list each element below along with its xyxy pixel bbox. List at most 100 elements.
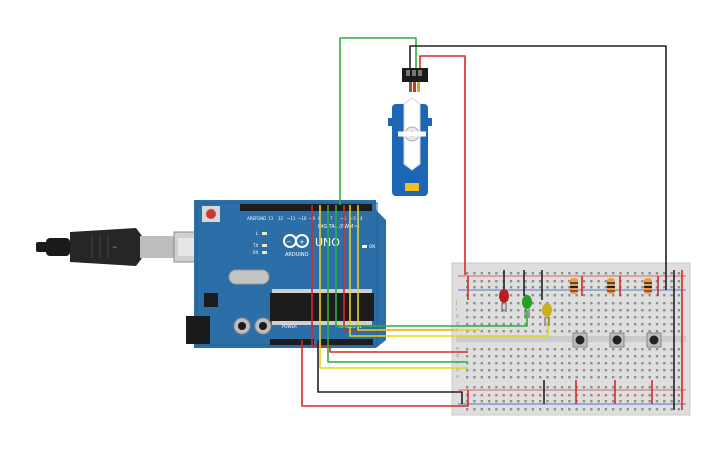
breadboard-hole xyxy=(553,309,556,312)
row-letter: e xyxy=(456,346,459,352)
breadboard-hole xyxy=(495,323,498,326)
breadboard-hole xyxy=(473,376,476,379)
breadboard-hole xyxy=(655,362,659,365)
breadboard-hole xyxy=(524,330,527,333)
breadboard-hole xyxy=(568,348,571,351)
breadboard-hole xyxy=(539,302,542,305)
breadboard-hole xyxy=(466,408,469,411)
breadboard-hole xyxy=(466,272,469,275)
breadboard-hole xyxy=(641,323,644,326)
breadboard-hole xyxy=(648,294,651,297)
breadboard-hole xyxy=(582,302,586,305)
breadboard-hole xyxy=(539,394,542,397)
breadboard-hole xyxy=(590,294,593,297)
breadboard-hole xyxy=(546,400,549,403)
breadboard-hole xyxy=(539,309,542,312)
breadboard-hole xyxy=(575,302,578,305)
breadboard-hole xyxy=(531,316,535,319)
breadboard-hole xyxy=(582,386,586,389)
breadboard-hole xyxy=(582,355,586,358)
breadboard-hole xyxy=(495,272,498,275)
breadboard-holes xyxy=(466,272,681,411)
breadboard-hole xyxy=(677,348,681,351)
breadboard-hole xyxy=(487,369,491,372)
breadboard-hole xyxy=(480,369,483,372)
breadboard-hole xyxy=(663,386,666,389)
breadboard-hole xyxy=(677,330,681,333)
breadboard-hole xyxy=(502,376,505,379)
breadboard-hole xyxy=(597,369,600,372)
breadboard-hole xyxy=(663,309,666,312)
breadboard-hole xyxy=(509,369,513,372)
breadboard-hole xyxy=(509,330,513,333)
breadboard-hole xyxy=(648,394,651,397)
breadboard-hole xyxy=(597,286,600,289)
breadboard-hole xyxy=(546,369,549,372)
breadboard-hole xyxy=(517,400,520,403)
breadboard-hole xyxy=(575,330,578,333)
wire-yellow-3 xyxy=(357,205,480,331)
breadboard-hole xyxy=(517,376,520,379)
breadboard-hole xyxy=(524,286,527,289)
breadboard-hole xyxy=(626,280,629,283)
breadboard-hole xyxy=(553,394,556,397)
breadboard-hole xyxy=(531,348,535,351)
breadboard-hole xyxy=(663,394,666,397)
breadboard-hole xyxy=(539,386,542,389)
breadboard-hole xyxy=(597,280,600,283)
breadboard-hole xyxy=(677,376,681,379)
breadboard-hole xyxy=(480,309,483,312)
breadboard-hole xyxy=(619,348,622,351)
breadboard-hole xyxy=(495,400,498,403)
breadboard-hole xyxy=(604,294,608,297)
breadboard-hole xyxy=(524,355,527,358)
breadboard-hole xyxy=(590,286,593,289)
breadboard-hole xyxy=(575,309,578,312)
breadboard-hole xyxy=(509,323,513,326)
breadboard-hole xyxy=(597,323,600,326)
breadboard-hole xyxy=(619,330,622,333)
breadboard-hole xyxy=(531,394,535,397)
breadboard-hole xyxy=(502,394,505,397)
breadboard-hole xyxy=(517,302,520,305)
breadboard-hole xyxy=(531,408,535,411)
breadboard-hole xyxy=(670,394,673,397)
breadboard-hole xyxy=(633,394,637,397)
l-label: L xyxy=(256,231,259,236)
breadboard-hole xyxy=(655,330,659,333)
breadboard-hole xyxy=(612,330,615,333)
breadboard-hole xyxy=(626,376,629,379)
breadboard-hole xyxy=(473,323,476,326)
breadboard-hole xyxy=(590,272,593,275)
breadboard-hole xyxy=(568,294,571,297)
wire-green-servo xyxy=(339,37,417,205)
breadboard-hole xyxy=(509,376,513,379)
breadboard-hole xyxy=(575,294,578,297)
breadboard-hole xyxy=(509,400,513,403)
breadboard-hole xyxy=(480,386,483,389)
breadboard-hole xyxy=(539,362,542,365)
wire-red-servo xyxy=(419,55,466,275)
breadboard-hole xyxy=(539,294,542,297)
breadboard-hole xyxy=(604,280,608,283)
breadboard-hole xyxy=(517,272,520,275)
svg-text:4: 4 xyxy=(360,216,363,221)
breadboard-hole xyxy=(670,376,673,379)
breadboard-hole xyxy=(546,280,549,283)
svg-text:~11: ~11 xyxy=(287,216,296,221)
breadboard-hole xyxy=(502,348,505,351)
row-letter: i xyxy=(456,307,457,313)
breadboard-hole xyxy=(546,355,549,358)
breadboard-hole xyxy=(539,400,542,403)
breadboard-hole xyxy=(466,302,469,305)
breadboard-hole xyxy=(480,280,483,283)
breadboard-hole xyxy=(604,286,608,289)
breadboard-hole xyxy=(677,294,681,297)
tx-label: TX xyxy=(252,243,258,248)
breadboard-hole xyxy=(517,309,520,312)
breadboard-hole xyxy=(539,369,542,372)
breadboard-hole xyxy=(663,355,666,358)
breadboard-hole xyxy=(546,348,549,351)
breadboard-hole xyxy=(553,355,556,358)
